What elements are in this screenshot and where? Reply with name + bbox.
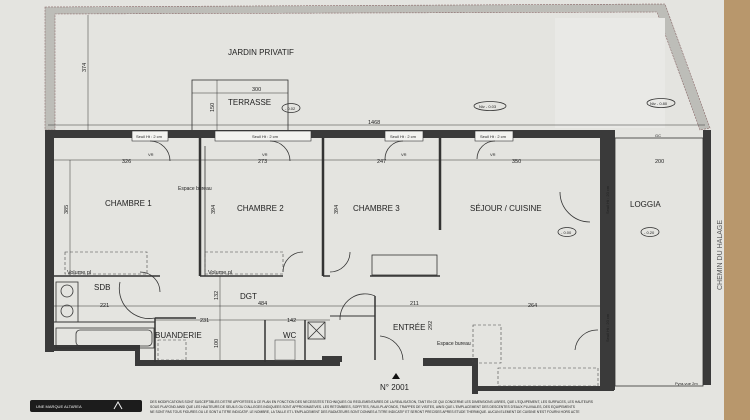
brand-text: UNE MARQUE ALTAREA xyxy=(36,404,82,409)
loggia-threshold-2: Seuil Ht : 20 cm xyxy=(605,313,610,342)
loggia-width-dim: 200 xyxy=(655,159,664,165)
garden-width-dim: 1468 xyxy=(368,120,380,126)
disclaimer-line-1: DES MODIFICATIONS SONT SUSCEPTIBLES D'ET… xyxy=(150,400,594,404)
altarea-logo-icon xyxy=(113,400,123,410)
sdb-label: SDB xyxy=(94,283,110,292)
level-marker xyxy=(646,98,676,108)
window-vr-labels: VR VR VR VR xyxy=(148,152,496,157)
svg-text:Seuil Ht : 2 cm: Seuil Ht : 2 cm xyxy=(136,134,163,139)
chambre2-depth-dim: 394 xyxy=(211,205,217,214)
svg-text:Seuil Ht : 2 cm: Seuil Ht : 2 cm xyxy=(252,134,279,139)
thresholds: Seuil Ht : 2 cm Seuil Ht : 2 cm Seuil Ht… xyxy=(131,130,514,142)
chambre2-label: CHAMBRE 2 xyxy=(237,204,284,213)
dimension-lines xyxy=(54,159,600,360)
volume-pl-2: Volume pl xyxy=(208,270,232,276)
loggia-threshold-1: Seuil Ht : 20 cm xyxy=(605,185,610,214)
washer xyxy=(157,339,187,361)
sejour-width-dim: 350 xyxy=(512,159,521,165)
chambre2-width-dim: 273 xyxy=(258,159,267,165)
terrace-level: - 0.02 xyxy=(285,106,296,111)
dgt-label: DGT xyxy=(240,292,257,301)
sejour-label: SÉJOUR / CUISINE xyxy=(470,204,542,213)
level-marker xyxy=(473,101,507,111)
sdb-width-dim: 221 xyxy=(100,303,109,309)
lawn-hatch xyxy=(555,18,665,128)
closet xyxy=(371,254,438,276)
shaft xyxy=(307,321,326,340)
terrace-label: TERRASSE xyxy=(228,98,271,107)
volume-pl-1: Volume pl xyxy=(67,270,91,276)
closet xyxy=(64,251,148,275)
wc-label: WC xyxy=(283,331,297,340)
terrace-depth-dim: 150 xyxy=(210,103,216,112)
buanderie-label: BUANDERIE xyxy=(155,331,202,340)
loggia-level: - 0.20 xyxy=(644,230,655,235)
buanderie-width-dim: 231 xyxy=(200,318,209,324)
svg-text:VR: VR xyxy=(262,152,268,157)
svg-text:VR: VR xyxy=(401,152,407,157)
garden-depth-dim: 374 xyxy=(82,63,88,72)
garde-corps-label: Pyra-vue 2m xyxy=(675,381,698,386)
chambre1-label: CHAMBRE 1 xyxy=(105,199,152,208)
toilet xyxy=(274,339,296,361)
svg-text:Seuil Ht : 2 cm: Seuil Ht : 2 cm xyxy=(480,134,507,139)
chambre3-depth-dim: 394 xyxy=(334,205,340,214)
bathroom-fixtures xyxy=(55,281,155,349)
chambre1-depth-dim: 385 xyxy=(64,205,70,214)
buanderie-depth-dim: 100 xyxy=(214,339,220,348)
sejour-dim-2: 264 xyxy=(528,303,537,309)
lot-number: N° 2001 xyxy=(380,383,410,392)
chambre1-width-dim: 326 xyxy=(122,159,131,165)
door-swings xyxy=(118,140,599,361)
entree-depth-dim: 292 xyxy=(428,321,434,330)
gc-label: GC xyxy=(655,133,661,138)
disclaimer-line-3: NE SONT PAS TOUS FIGURES OU LE SONT A TI… xyxy=(150,410,580,414)
table-surface xyxy=(722,0,750,420)
kitchen-counter xyxy=(497,367,599,387)
espace-bureau-1-line: Espace bureau xyxy=(178,186,212,192)
entry-arrow-icon xyxy=(392,373,400,379)
dgt-depth-dim: 132 xyxy=(214,291,220,300)
terrace-width-dim: 300 xyxy=(252,87,261,93)
disclaimer-line-2: SOUS PLAFOND AINSI QUE LES HAUTEURS DE S… xyxy=(150,405,576,409)
sejour-level: - 0.00 xyxy=(561,230,572,235)
street-label: CHEMIN DU HALAGE xyxy=(717,220,724,290)
garden-label: JARDIN PRIVATIF xyxy=(228,48,294,57)
entree-width-dim: 211 xyxy=(410,301,419,307)
espace-bureau-2-label: Espace bureau xyxy=(437,341,471,347)
garden-level-mid: Niv - 0.03 xyxy=(479,104,497,109)
chambre3-label: CHAMBRE 3 xyxy=(353,204,400,213)
entree-label: ENTRÉE xyxy=(393,323,425,332)
svg-text:VR: VR xyxy=(148,152,154,157)
chambre3-width-dim: 247 xyxy=(377,159,386,165)
kitchen-appliance xyxy=(472,324,502,364)
loggia-label: LOGGIA xyxy=(630,200,661,209)
svg-text:Seuil Ht : 2 cm: Seuil Ht : 2 cm xyxy=(390,134,417,139)
wc-width-dim: 142 xyxy=(287,318,296,324)
svg-text:VR: VR xyxy=(490,152,496,157)
loggia-area xyxy=(614,137,704,387)
garden-level-right: Niv - 0.80 xyxy=(650,101,668,106)
dgt-width-dim: 484 xyxy=(258,301,267,307)
